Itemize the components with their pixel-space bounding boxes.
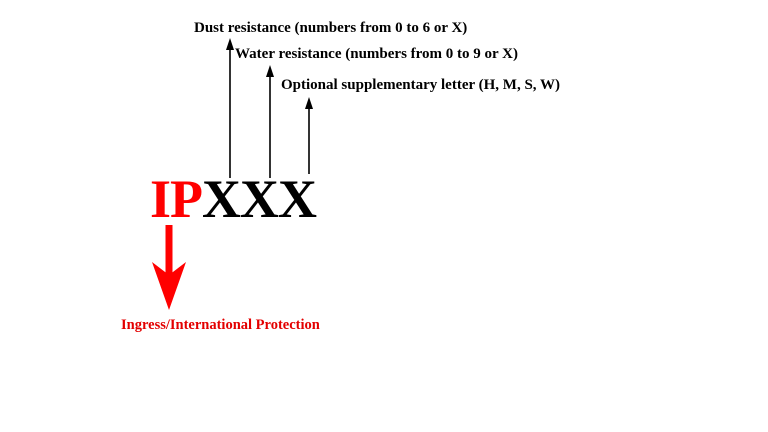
- water-resistance-label: Water resistance (numbers from 0 to 9 or…: [235, 46, 519, 62]
- red-down-arrow-icon: [152, 225, 186, 310]
- ingress-protection-label: Ingress/International Protection: [121, 317, 320, 333]
- optional-arrow-icon: [305, 97, 313, 174]
- ip-prefix: IP: [150, 169, 203, 229]
- ip-digits: XXX: [202, 169, 317, 229]
- water-arrow-icon: [266, 65, 274, 178]
- optional-letter-label: Optional supplementary letter (H, M, S, …: [281, 77, 561, 93]
- dust-arrow-icon: [226, 38, 234, 178]
- ip-code: IPXXX: [150, 169, 317, 229]
- dust-resistance-label: Dust resistance (numbers from 0 to 6 or …: [194, 20, 468, 36]
